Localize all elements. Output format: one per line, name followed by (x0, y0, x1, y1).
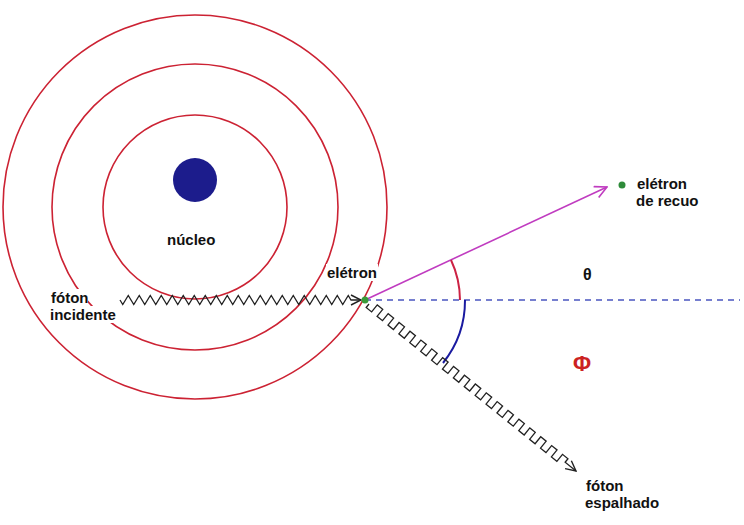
orbit-inner (103, 115, 287, 299)
recoil-electron-path (365, 187, 607, 300)
electron-label: elétron (326, 265, 396, 282)
photon-waves (120, 296, 576, 472)
phi-angle-arc (443, 300, 465, 363)
orbit-outer (3, 15, 387, 399)
label-text: Φ (572, 351, 592, 376)
recoil-electron-dot (619, 182, 626, 189)
reference-dashed-line (365, 299, 740, 300)
electron-dot (362, 297, 369, 304)
label-text: fóton incidente (50, 289, 117, 323)
label-text: núcleo (166, 231, 216, 248)
incident-photon-wave (120, 296, 361, 305)
label-text: fóton espalhado (585, 477, 660, 511)
incident-photon-label: fóton incidente (50, 290, 128, 323)
theta-label: θ (582, 266, 612, 284)
nucleus-label: núcleo (166, 232, 236, 249)
scattered-photon-wave (366, 304, 576, 471)
phi-label: Φ (572, 352, 602, 376)
nucleus (173, 158, 217, 202)
label-text: θ (582, 266, 593, 283)
label-text: elétron de recuo (636, 175, 700, 209)
label-text: elétron (326, 264, 378, 281)
recoil-electron-label: elétron de recuo (636, 176, 708, 209)
theta-angle-arc (451, 260, 460, 300)
scattered-photon-label: fóton espalhado (585, 478, 671, 511)
